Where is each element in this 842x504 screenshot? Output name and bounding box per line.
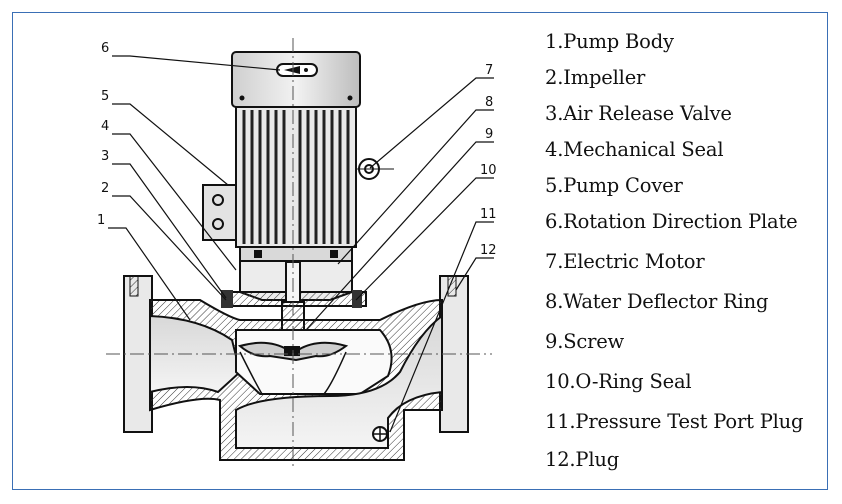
leader-lines — [108, 55, 494, 433]
callout-6: 6 — [101, 41, 109, 56]
legend-item-impeller: 2.Impeller — [545, 66, 646, 89]
legend-item-electric-motor: 7.Electric Motor — [545, 250, 705, 273]
pressure-test-port-plug — [372, 426, 388, 442]
legend-item-pump-body: 1.Pump Body — [545, 30, 674, 53]
legend-item-screw: 9.Screw — [545, 330, 625, 353]
legend-item-plug: 12.Plug — [545, 448, 620, 471]
callout-2: 2 — [101, 181, 109, 196]
callout-8: 8 — [485, 95, 493, 110]
callout-numbers: 6 5 4 3 2 1 7 8 9 10 11 12 — [97, 41, 497, 258]
callout-5: 5 — [101, 89, 109, 104]
legend-item-mechanical-seal: 4.Mechanical Seal — [545, 138, 724, 161]
lifting-eye — [356, 158, 394, 180]
legend-item-o-ring-seal: 10.O-Ring Seal — [545, 370, 692, 393]
electric-motor — [231, 51, 361, 262]
pump-cross-section-drawing: 6 5 4 3 2 1 7 8 9 10 11 12 — [97, 38, 497, 470]
center-lines — [106, 38, 492, 470]
legend-item-air-release-valve: 3.Air Release Valve — [545, 102, 732, 125]
callout-4: 4 — [101, 119, 109, 134]
callout-7: 7 — [485, 63, 493, 78]
callout-10: 10 — [480, 163, 497, 178]
terminal-box — [202, 184, 237, 241]
legend-item-pump-cover: 5.Pump Cover — [545, 174, 683, 197]
callout-1: 1 — [97, 213, 105, 228]
callout-3: 3 — [101, 149, 109, 164]
callout-11: 11 — [480, 207, 497, 222]
callout-9: 9 — [485, 127, 493, 142]
legend-item-pressure-test-port-plug: 11.Pressure Test Port Plug — [545, 410, 804, 433]
pump-body — [123, 275, 469, 461]
callout-12: 12 — [480, 243, 497, 258]
rotation-direction-plate — [276, 63, 318, 77]
legend-item-rotation-direction-plate: 6.Rotation Direction Plate — [545, 210, 798, 233]
legend-item-water-deflector-ring: 8.Water Deflector Ring — [545, 290, 769, 313]
